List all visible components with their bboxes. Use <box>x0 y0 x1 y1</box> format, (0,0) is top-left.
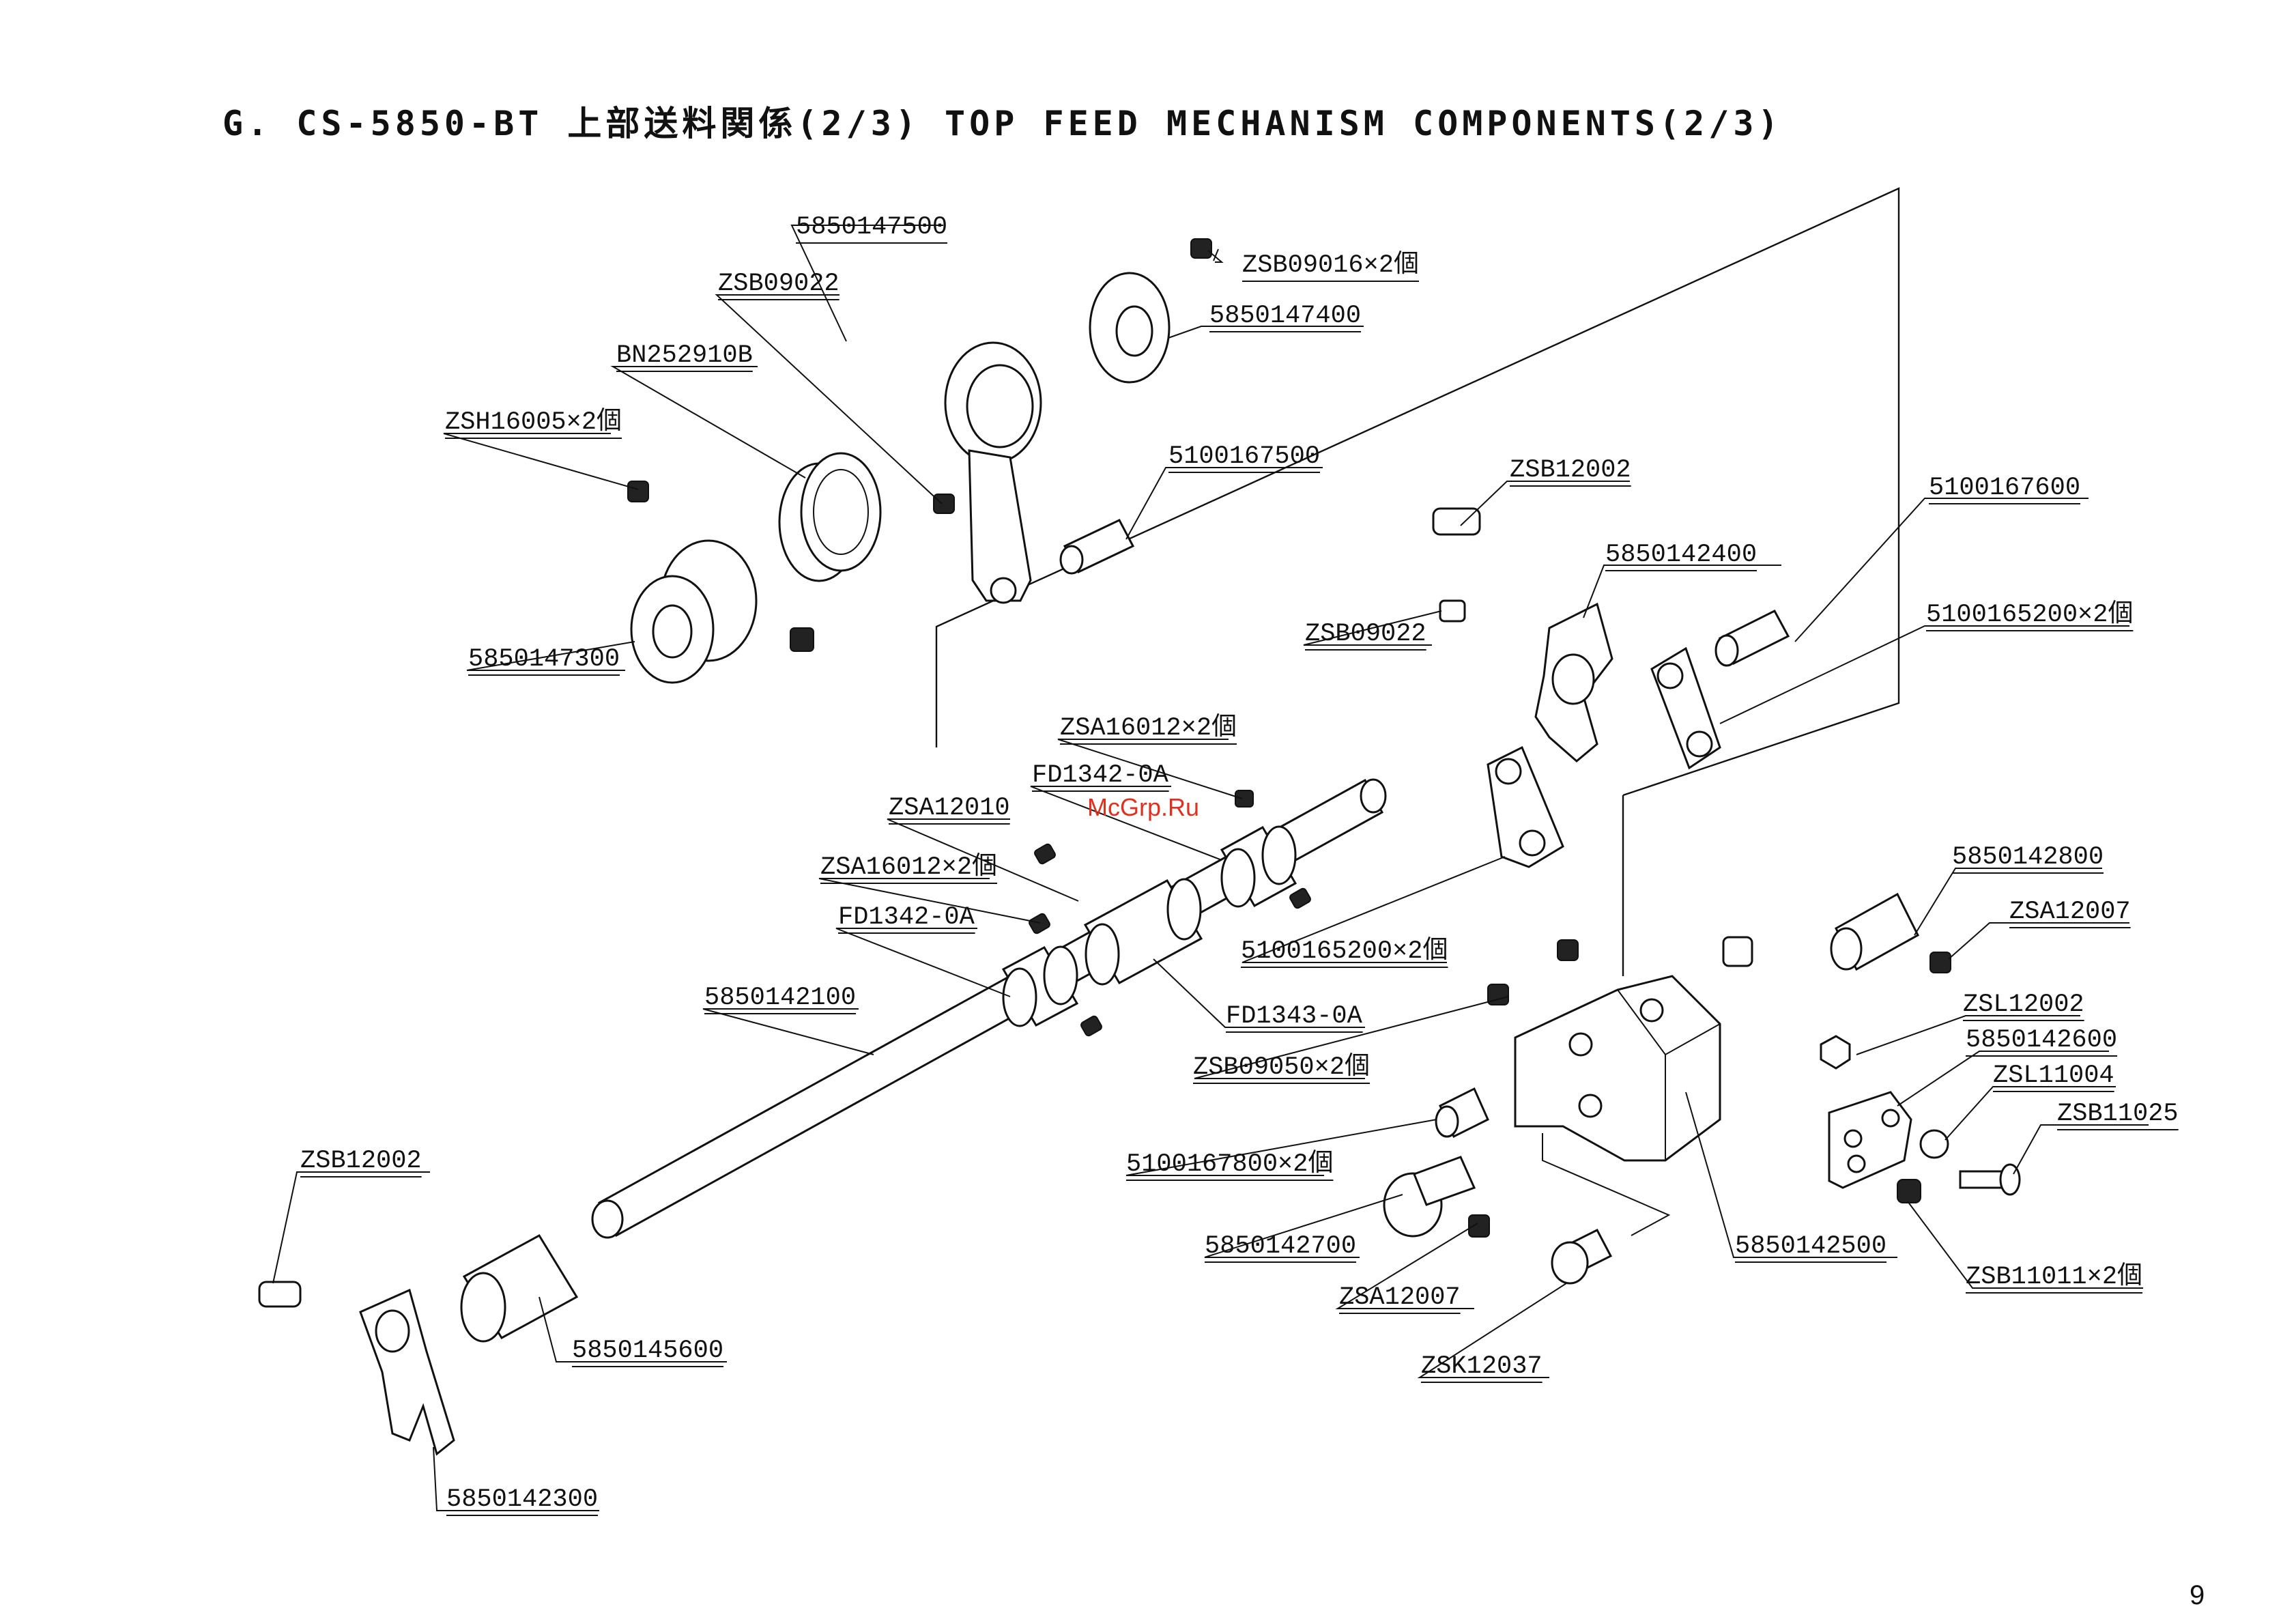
callout-label: 5850147500 <box>796 213 947 242</box>
callout-label: 5850142500 <box>1735 1232 1886 1261</box>
callout-label: 5100167600 <box>1929 474 2080 502</box>
screw-zsb09050-b <box>1487 984 1509 1005</box>
callout-label: 5850142600 <box>1966 1026 2117 1055</box>
callout-label: BN252910B <box>616 341 753 370</box>
screw-zsk12037 <box>1551 1229 1613 1285</box>
callout-label: 5850142800 <box>1952 843 2104 872</box>
pin-5100167600 <box>1714 610 1790 667</box>
link-5100165200-upper <box>1650 646 1721 770</box>
needle-bearing <box>778 452 882 582</box>
pin-small <box>1722 936 1753 967</box>
callout-label: ZSB09022 <box>718 270 840 298</box>
arm-5850142300 <box>258 1281 455 1456</box>
callout-label: ZSB09016×2個 <box>1242 250 1419 280</box>
arm-5850142400 <box>1432 507 1613 762</box>
link-5100165200-lower <box>1487 745 1564 868</box>
shaft-collar-fd1342-upper <box>1220 825 1297 908</box>
eccentric-5850147300 <box>627 481 814 684</box>
callout-label: 5850142400 <box>1605 541 1757 569</box>
shaft-collar-fd1342-lower <box>1001 945 1079 1027</box>
callout-label: 5850147400 <box>1209 302 1361 330</box>
callout-label: ZSB11011×2個 <box>1966 1261 2142 1291</box>
callout-label: 5850142300 <box>446 1485 598 1514</box>
callout-label: ZSB09050×2個 <box>1193 1052 1370 1082</box>
group-frame <box>935 187 1900 976</box>
callout-label: ZSK12037 <box>1421 1352 1542 1381</box>
bushing-5850145600 <box>460 1233 579 1343</box>
callout-label: 5850142700 <box>1205 1232 1356 1261</box>
pin-5850142800 <box>1830 892 1951 973</box>
callout-label: 5100167500 <box>1168 442 1320 471</box>
callout-label: ZSB12002 <box>300 1147 422 1175</box>
page-title: G. CS-5850-BT 上部送料関係(2/3) TOP FEED MECHA… <box>223 104 1783 143</box>
nut-zsl12002 <box>1820 1035 1851 1070</box>
callout-label: ZSL11004 <box>1993 1061 2114 1090</box>
screw-zsb09022 <box>933 494 955 514</box>
stud-5850142700 <box>1383 1156 1490 1238</box>
callout-label: ZSA16012×2個 <box>820 852 997 882</box>
callout-label: FD1342-0A <box>838 903 975 932</box>
page-number: 9 <box>2190 1580 2205 1610</box>
callout-label: ZSA12007 <box>1339 1283 1461 1312</box>
callout-label: ZSA12010 <box>889 794 1010 823</box>
set-screws <box>1029 790 1311 1037</box>
washer-zsl11004 <box>1919 1129 1949 1159</box>
leader-lines <box>272 225 2149 1511</box>
screw-zsb11025 <box>1959 1163 2021 1196</box>
callout-label: ZSH16005×2個 <box>445 407 622 437</box>
callout-label: ZSB09022 <box>1305 620 1426 648</box>
callout-label: ZSB12002 <box>1510 456 1631 485</box>
pin-5100167500 <box>1059 519 1135 575</box>
plate-5850142600 <box>1828 1091 1912 1189</box>
washer-5850147400 <box>1089 238 1212 384</box>
shaft-collar-fd1343 <box>1083 878 1203 986</box>
callout-label: 5100167800×2個 <box>1126 1149 1333 1179</box>
callout-label: FD1343-0A <box>1226 1002 1363 1031</box>
bracket-5850142500 <box>1514 975 1721 1162</box>
pin-5100167800 <box>1435 1087 1489 1139</box>
callout-label: 5850147300 <box>468 645 620 674</box>
callout-label: ZSB11025 <box>2057 1100 2179 1128</box>
callout-label: 5100165200×2個 <box>1241 936 1448 966</box>
screw-zsb11011 <box>1897 1179 1921 1203</box>
callout-label: ZSL12002 <box>1963 990 2084 1019</box>
connecting-rod <box>944 341 1042 604</box>
callout-labels: 5850147500 ZSB09016×2個 5850147400 ZSB090… <box>300 213 2179 1516</box>
callout-label: ZSA16012×2個 <box>1060 713 1237 743</box>
screw-zsb09050-a <box>1557 939 1579 961</box>
callout-label: 5100165200×2個 <box>1926 599 2133 629</box>
watermark: McGrp.Ru <box>1087 793 1199 821</box>
callout-label: 5850145600 <box>572 1337 723 1365</box>
callout-label: FD1342-0A <box>1032 761 1169 790</box>
callout-label: ZSA12007 <box>2009 898 2131 926</box>
callout-label: 5850142100 <box>704 984 856 1012</box>
